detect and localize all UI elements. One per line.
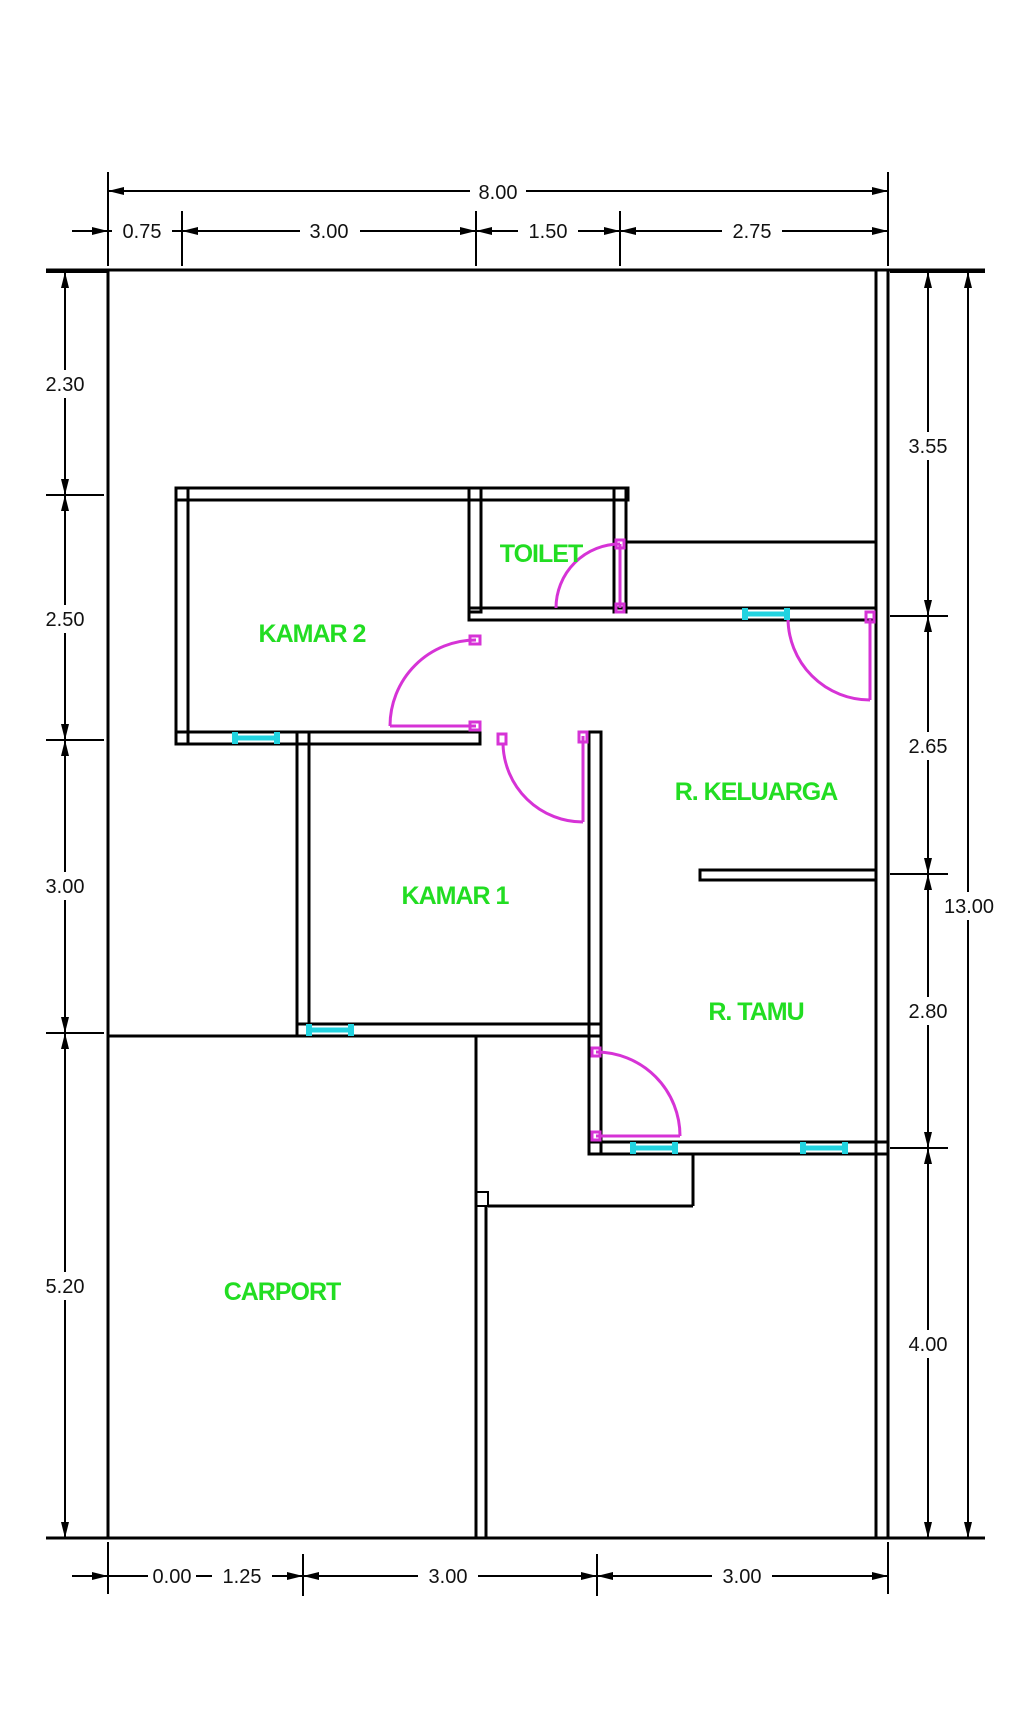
- dim-top-total: 8.00: [479, 182, 518, 204]
- dim-right-2: 2.65: [909, 736, 948, 758]
- dim-left-4: 5.20: [46, 1276, 85, 1298]
- dim-top-1: 0.75: [123, 221, 162, 243]
- dim-right-3: 2.80: [909, 1001, 948, 1023]
- dim-right-1: 3.55: [909, 436, 948, 458]
- room-label-r-tamu: R. TAMU: [708, 998, 803, 1026]
- dimension-lines: [38, 172, 998, 1596]
- dim-top-4: 2.75: [733, 221, 772, 243]
- walls: [46, 268, 985, 1540]
- dim-top-2: 3.00: [310, 221, 349, 243]
- dim-bottom-2: 1.25: [223, 1566, 262, 1588]
- dim-right-total: 13.00: [944, 896, 994, 918]
- room-label-kamar-2: KAMAR 2: [259, 620, 366, 648]
- dim-bottom-4: 3.00: [723, 1566, 762, 1588]
- room-label-carport: CARPORT: [224, 1278, 341, 1306]
- room-label-kamar-1: KAMAR 1: [402, 882, 510, 910]
- dim-bottom-1: 0.00: [153, 1566, 192, 1588]
- dim-left-2: 2.50: [46, 609, 85, 631]
- dim-bottom-3: 3.00: [429, 1566, 468, 1588]
- dim-left-1: 2.30: [46, 374, 85, 396]
- dim-left-3: 3.00: [46, 876, 85, 898]
- doors: [388, 538, 876, 1142]
- room-label-r-keluarga: R. KELUARGA: [675, 778, 839, 806]
- room-label-toilet: TOILET: [500, 540, 583, 568]
- dim-top-3: 1.50: [529, 221, 568, 243]
- windows: [232, 608, 848, 1154]
- dim-right-4: 4.00: [909, 1334, 948, 1356]
